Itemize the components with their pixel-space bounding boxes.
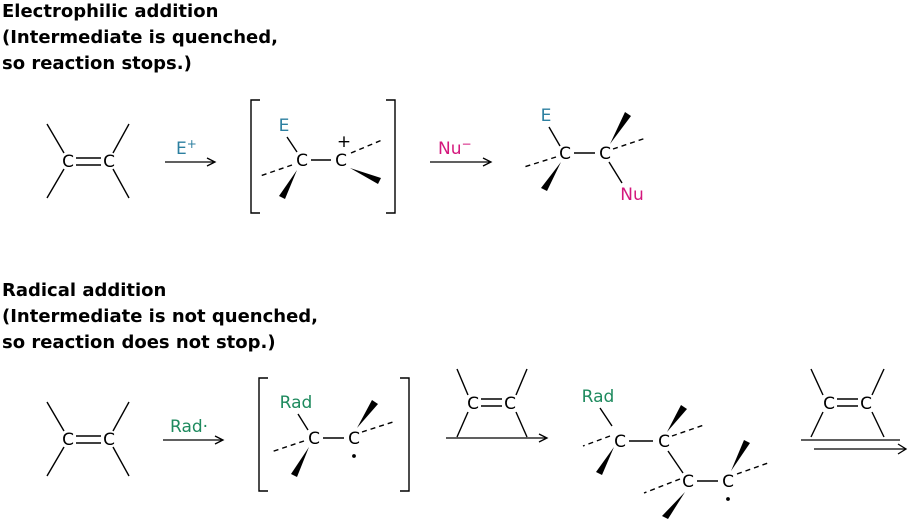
- electrophilic-heading: Electrophilic addition (Intermediate is …: [2, 0, 278, 77]
- radical-intermediate: Rad C C: [258, 377, 410, 492]
- substituent-rad: Rad: [280, 393, 313, 413]
- atom-c: C: [296, 151, 308, 171]
- left-bracket: [250, 99, 260, 214]
- wedge-bond: [662, 492, 685, 519]
- radical-heading-line-1: Radical addition: [2, 280, 167, 301]
- arrow-chain-continues: C C: [801, 368, 908, 455]
- atom-c: C: [467, 394, 479, 414]
- arrow-radical: Rad·: [163, 417, 225, 445]
- carbocation-intermediate: E C C +: [250, 99, 396, 214]
- radical-dot: [726, 497, 730, 501]
- atom-c: C: [614, 432, 626, 452]
- reagent-nucleophile-symbol: Nu: [438, 139, 462, 159]
- reagent-nucleophile-charge: −: [462, 137, 472, 151]
- atom-c-cation: C: [335, 151, 347, 171]
- wedge-bond: [279, 170, 297, 199]
- wedge-bond: [357, 400, 378, 428]
- electrophilic-product: E C C Nu: [523, 106, 647, 205]
- atom-c: C: [599, 144, 611, 164]
- atom-c: C: [682, 472, 694, 492]
- wedge-bond: [541, 162, 561, 191]
- atom-c-radical: C: [348, 429, 360, 449]
- radical-dot: [352, 454, 356, 458]
- wedge-bond: [667, 405, 687, 432]
- substituent-e: E: [279, 116, 290, 136]
- atom-c: C: [559, 144, 571, 164]
- electrophilic-heading-line-3: so reaction stops.): [2, 53, 192, 74]
- wedge-bond: [610, 112, 631, 144]
- electrophilic-heading-line-1: Electrophilic addition: [2, 1, 219, 22]
- electrophilic-alkene: C C: [46, 123, 130, 199]
- radical-heading-line-2: (Intermediate is not quenched,: [2, 306, 319, 327]
- radical-alkene: C C: [46, 401, 130, 477]
- atom-c: C: [103, 430, 115, 450]
- wedge-bond: [596, 447, 614, 475]
- right-bracket: [386, 99, 396, 214]
- left-bracket: [258, 377, 268, 492]
- atom-c: C: [62, 152, 74, 172]
- reagent-electrophile-symbol: E: [176, 139, 187, 159]
- wedge-bond: [350, 168, 381, 184]
- radical-heading-line-3: so reaction does not stop.): [2, 332, 276, 353]
- atom-c: C: [308, 429, 320, 449]
- radical-chain-product: Rad C C C C: [582, 387, 769, 519]
- cation-charge: +: [337, 132, 351, 152]
- wedge-bond: [731, 440, 750, 471]
- atom-c: C: [504, 394, 516, 414]
- atom-c: C: [62, 430, 74, 450]
- wedge-bond: [291, 447, 309, 477]
- atom-c-radical: C: [722, 472, 734, 492]
- reagent-electrophile: E+: [176, 137, 197, 159]
- atom-c: C: [658, 432, 670, 452]
- arrow-nucleophile: Nu−: [430, 137, 493, 167]
- arrow-alkene-addition: C C: [446, 368, 549, 443]
- substituent-e: E: [541, 106, 552, 126]
- atom-c: C: [860, 394, 872, 414]
- arrow-electrophile: E+: [165, 137, 217, 167]
- substituent-rad: Rad: [582, 387, 615, 407]
- atom-c: C: [103, 152, 115, 172]
- substituent-nu: Nu: [620, 185, 644, 205]
- reagent-electrophile-charge: +: [187, 137, 197, 151]
- right-bracket: [400, 377, 410, 492]
- radical-heading: Radical addition (Intermediate is not qu…: [2, 278, 318, 356]
- reagent-radical: Rad·: [170, 417, 208, 437]
- reagent-nucleophile: Nu−: [438, 137, 472, 159]
- atom-c: C: [823, 394, 835, 414]
- electrophilic-heading-line-2: (Intermediate is quenched,: [2, 27, 278, 48]
